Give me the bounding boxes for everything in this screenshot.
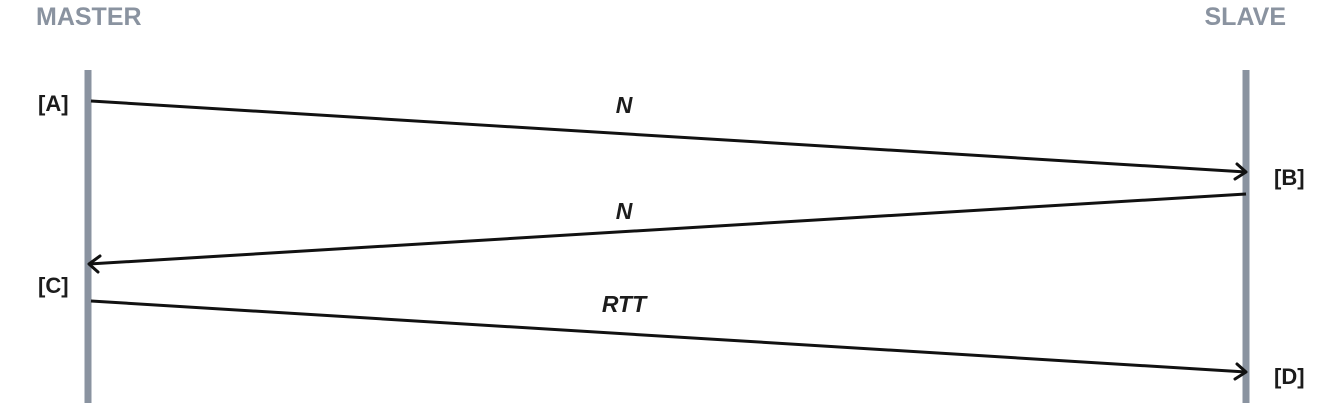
event-label-c: [C]: [38, 273, 69, 298]
message-arrow-a-to-b: [90, 99, 1248, 181]
message-line-a-to-b: [90, 99, 1247, 174]
message-line-b-to-c: [88, 192, 1247, 266]
message-arrow-b-to-c: [87, 192, 1247, 274]
arrow-head-d: [1233, 362, 1248, 381]
lane-title-master: MASTER: [36, 3, 142, 31]
message-line-c-to-d: [90, 299, 1247, 374]
arrow-head-c: [87, 254, 102, 274]
message-arrow-c-to-d: [90, 299, 1248, 381]
message-label-third: RTT: [602, 291, 648, 317]
event-label-a: [A]: [38, 91, 69, 116]
event-label-d: [D]: [1274, 364, 1305, 389]
message-label-second: N: [616, 198, 633, 224]
lane-title-slave: SLAVE: [1205, 3, 1287, 31]
event-label-b: [B]: [1274, 165, 1305, 190]
message-label-first: N: [616, 92, 633, 118]
arrow-head-b: [1233, 162, 1248, 181]
